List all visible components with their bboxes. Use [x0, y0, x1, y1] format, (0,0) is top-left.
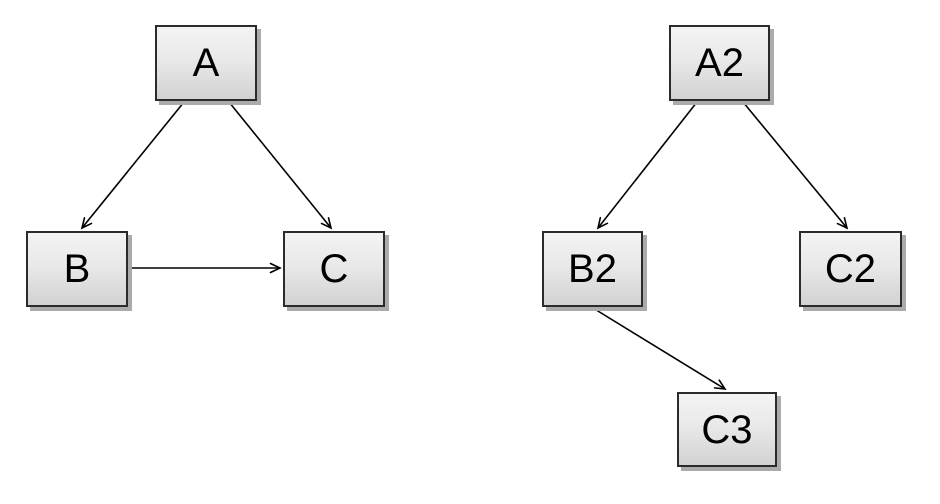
graph-node-A: A — [155, 25, 257, 101]
graph-node-C2: C2 — [799, 231, 902, 307]
node-label-A: A — [192, 41, 220, 85]
graph-node-A2: A2 — [669, 25, 770, 101]
node-label-B2: B2 — [568, 247, 617, 291]
node-label-C: C — [319, 247, 349, 291]
graph-node-C: C — [283, 231, 385, 307]
node-label-C2: C2 — [824, 247, 877, 291]
graph-node-B: B — [26, 231, 128, 307]
node-label-A2: A2 — [695, 41, 744, 85]
node-label-B: B — [63, 247, 91, 291]
node-label-C3: C3 — [701, 407, 753, 452]
graph-node-B2: B2 — [542, 231, 643, 307]
graph-node-C3: C3 — [677, 392, 777, 467]
